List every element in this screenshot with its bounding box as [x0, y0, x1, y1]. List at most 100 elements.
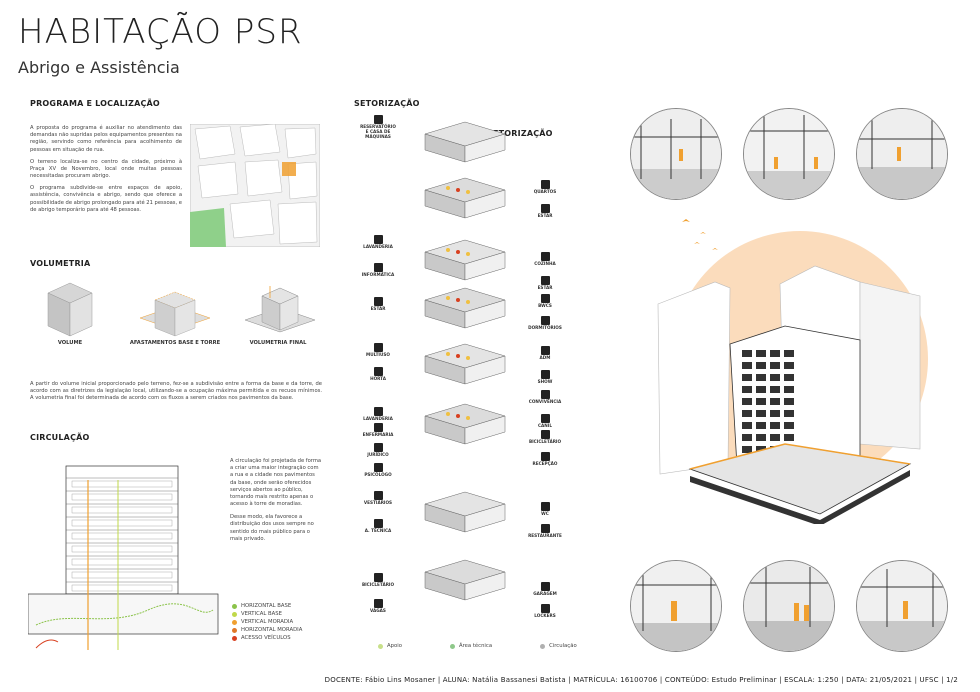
- sector-label: MULTIUSO: [366, 352, 390, 357]
- setor-right-item: CANIL: [524, 414, 566, 428]
- sector-icon: [373, 599, 383, 608]
- axo-point: [456, 250, 460, 254]
- window: [742, 410, 752, 417]
- window: [784, 434, 794, 441]
- setor-right-item: BWCS: [524, 294, 566, 308]
- window: [756, 422, 766, 429]
- window: [770, 350, 780, 357]
- sector-icon: [373, 443, 383, 452]
- sector-icon: [373, 263, 383, 272]
- volumetria-caption-1: VOLUME: [57, 340, 83, 346]
- window: [742, 398, 752, 405]
- axo-point: [446, 248, 450, 252]
- sector-label: A. TÉCNICA: [364, 528, 392, 533]
- axo-point: [466, 190, 470, 194]
- sector-icon: [373, 519, 383, 528]
- legend-label: HORIZONTAL MORADIA: [241, 627, 303, 633]
- sector-icon: [540, 502, 550, 511]
- legend-label: Apoio: [387, 643, 402, 649]
- perspective-circle-4: [630, 560, 722, 652]
- window: [742, 422, 752, 429]
- axo-level: [424, 491, 506, 533]
- circulacao-paragraph-1: A circulação foi projetada de forma a cr…: [230, 458, 322, 508]
- programa-paragraph-3: O programa subdivide-se entre espaços de…: [30, 185, 182, 213]
- sector-label: JURÍDICO: [367, 452, 389, 457]
- circulacao-text: A circulação foi projetada de forma a cr…: [230, 458, 322, 543]
- axo-point: [446, 186, 450, 190]
- setor-right-item: GARAGEM: [524, 582, 566, 596]
- sector-icon: [540, 316, 550, 325]
- setor-right-item: LOCKERS: [524, 604, 566, 618]
- legend-dot-icon: [378, 643, 383, 649]
- volume-box: [47, 282, 93, 337]
- window: [784, 362, 794, 369]
- window: [756, 350, 766, 357]
- sector-label: BWCS: [538, 303, 552, 308]
- setorizacao-legend-item: Área técnica: [449, 642, 492, 650]
- sector-label: DORMITÓRIOS: [528, 325, 562, 330]
- sector-label: ESTAR: [537, 213, 553, 218]
- park-area: [190, 208, 226, 247]
- circulacao-legend-item: ACESSO VEÍCULOS: [232, 634, 302, 642]
- page-subtitle: Abrigo e Assistência: [18, 58, 180, 77]
- sector-icon: [540, 252, 550, 261]
- programa-paragraph-1: A proposta do programa é auxiliar no ate…: [30, 125, 182, 153]
- legend-label: Circulação: [549, 643, 577, 649]
- setorizacao-inner-heading: SETORIZAÇÃO: [487, 129, 553, 138]
- axo-point: [456, 298, 460, 302]
- legend-label: ACESSO VEÍCULOS: [241, 635, 291, 641]
- setor-right-item: SHOW: [524, 370, 566, 384]
- setor-right-item: RECEPÇÃO: [524, 452, 566, 466]
- axo-point: [456, 188, 460, 192]
- setor-left-item: HORTA: [358, 367, 398, 381]
- afastamentos-box: [139, 291, 211, 337]
- footer-credits: DOCENTE: Fábio Lins Mosaner | ALUNA: Nat…: [324, 676, 958, 684]
- sector-icon: [540, 582, 550, 591]
- perspective-circle-2: [743, 108, 835, 200]
- page-title: HABITAÇÃO PSR: [18, 12, 303, 52]
- axo-point: [466, 300, 470, 304]
- circulacao-heading: CIRCULAÇÃO: [30, 433, 90, 442]
- perspective-circle-3: [856, 108, 948, 200]
- axo-level: [424, 239, 506, 281]
- sector-label: HORTA: [370, 376, 386, 381]
- setor-right-item: QUARTOS: [524, 180, 566, 194]
- axo-point: [446, 352, 450, 356]
- sector-label: CONVIVÊNCIA: [528, 399, 562, 404]
- setor-left-item: A. TÉCNICA: [358, 519, 398, 533]
- window: [742, 374, 752, 381]
- axo-level: [424, 343, 506, 385]
- bird-icons: [682, 219, 718, 250]
- legend-label: VERTICAL MORADIA: [241, 619, 294, 625]
- setor-left-item: BICICLETÁRIO: [358, 573, 398, 587]
- circulacao-paragraph-2: Desse modo, ela favorece a distribuição …: [230, 514, 314, 542]
- window: [770, 422, 780, 429]
- setorizacao-heading: SETORIZAÇÃO: [354, 99, 420, 108]
- sector-label: RECEPÇÃO: [532, 461, 558, 466]
- legend-dot-icon: [540, 643, 546, 649]
- sector-icon: [373, 297, 383, 306]
- circulacao-legend-item: VERTICAL BASE: [232, 610, 302, 618]
- legend-dot-icon: [232, 603, 237, 609]
- sector-label: ESTAR: [370, 306, 386, 311]
- window: [742, 446, 752, 453]
- sector-label: SHOW: [537, 379, 553, 384]
- legend-dot-icon: [232, 627, 237, 633]
- circulacao-section-drawing: [28, 465, 219, 650]
- sector-label: LAVANDERIA: [363, 416, 393, 421]
- axo-level: [424, 403, 506, 445]
- sector-label: GARAGEM: [533, 591, 557, 596]
- sector-icon: [540, 204, 550, 213]
- setorizacao-legend-item: Circulação: [540, 642, 577, 650]
- window: [770, 434, 780, 441]
- sector-label: INFORMÁTICA: [361, 272, 395, 277]
- circulacao-legend-item: HORIZONTAL BASE: [232, 602, 302, 610]
- axo-point: [466, 356, 470, 360]
- window: [756, 410, 766, 417]
- setor-right-item: BICICLETÁRIO: [524, 430, 566, 444]
- sector-icon: [540, 390, 550, 399]
- sector-icon: [373, 573, 383, 582]
- axo-point: [456, 414, 460, 418]
- setor-right-item: RESTAURANTE: [524, 524, 566, 538]
- setor-left-item: LAVANDERIA: [358, 235, 398, 249]
